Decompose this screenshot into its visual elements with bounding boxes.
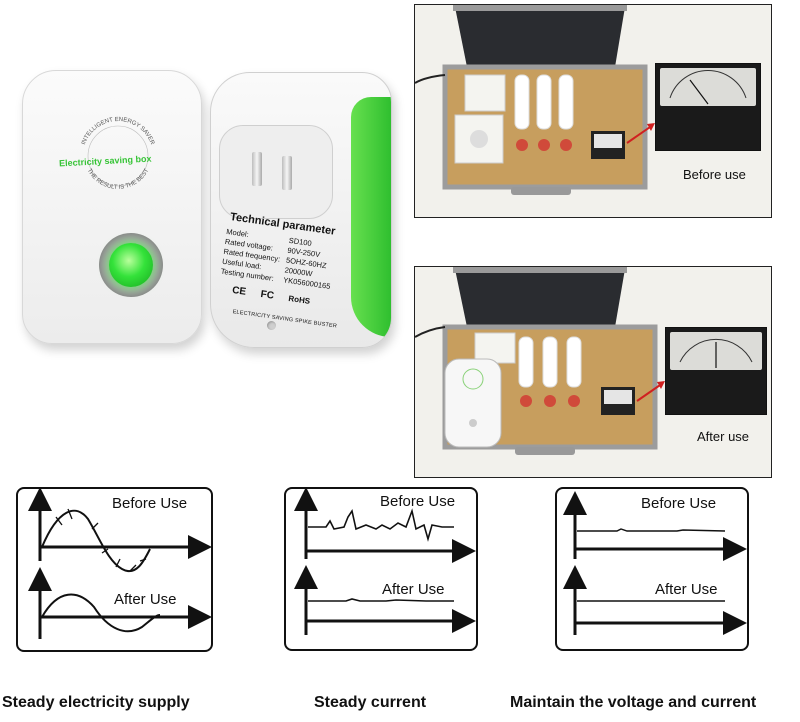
waveform-chart-voltage <box>563 491 747 635</box>
green-led-indicator <box>109 243 153 287</box>
seal-logo: INTELLIGENT ENERGY SAVER THE RESULT IS T… <box>81 117 155 191</box>
caption-steady-supply: Steady electricity supply <box>2 694 190 711</box>
waveform-panel-supply: Before Use After Use <box>16 487 213 652</box>
reset-hole <box>267 321 276 330</box>
before-use-caption: Before use <box>683 167 746 182</box>
rohs-mark: RoHS <box>287 293 311 306</box>
before-use-label: Before Use <box>641 495 717 512</box>
plug-base <box>219 125 333 219</box>
after-use-label: After Use <box>655 581 718 598</box>
meter-closeup-before <box>655 63 761 151</box>
svg-text:INTELLIGENT ENERGY SAVER: INTELLIGENT ENERGY SAVER <box>81 117 155 146</box>
before-use-label: Before Use <box>112 495 188 512</box>
caption-maintain-voltage: Maintain the voltage and current <box>510 694 757 711</box>
svg-text:THE RESULT IS THE BEST: THE RESULT IS THE BEST <box>86 168 151 191</box>
waveform-chart-current <box>294 489 476 635</box>
after-test-photo: After use <box>414 266 772 478</box>
meter-needle-before <box>669 69 747 105</box>
waveform-panel-current: Before Use After Use <box>284 487 478 651</box>
plug-prong-left <box>252 152 262 186</box>
energy-saver-front: INTELLIGENT ENERGY SAVER THE RESULT IS T… <box>22 70 202 344</box>
green-side-panel <box>351 97 391 337</box>
plug-prong-right <box>282 156 292 190</box>
ce-mark: CE <box>231 285 247 298</box>
before-test-photo: Before use <box>414 4 772 218</box>
after-use-label: After Use <box>382 581 445 598</box>
caption-steady-current: Steady current <box>314 694 427 711</box>
meter-closeup-after <box>665 327 767 415</box>
fc-mark: FC <box>259 288 275 302</box>
meter-needle-after <box>679 339 753 368</box>
suitcase-before-illustration <box>415 5 771 217</box>
before-use-label: Before Use <box>380 493 456 510</box>
after-use-caption: After use <box>697 429 750 444</box>
waveform-panel-voltage: Before Use After Use <box>555 487 749 651</box>
after-use-label: After Use <box>114 591 177 608</box>
spike-buster-text: ELECTRICITY SAVING SPIKE BUSTER <box>232 309 338 330</box>
waveform-chart-supply <box>28 489 211 639</box>
